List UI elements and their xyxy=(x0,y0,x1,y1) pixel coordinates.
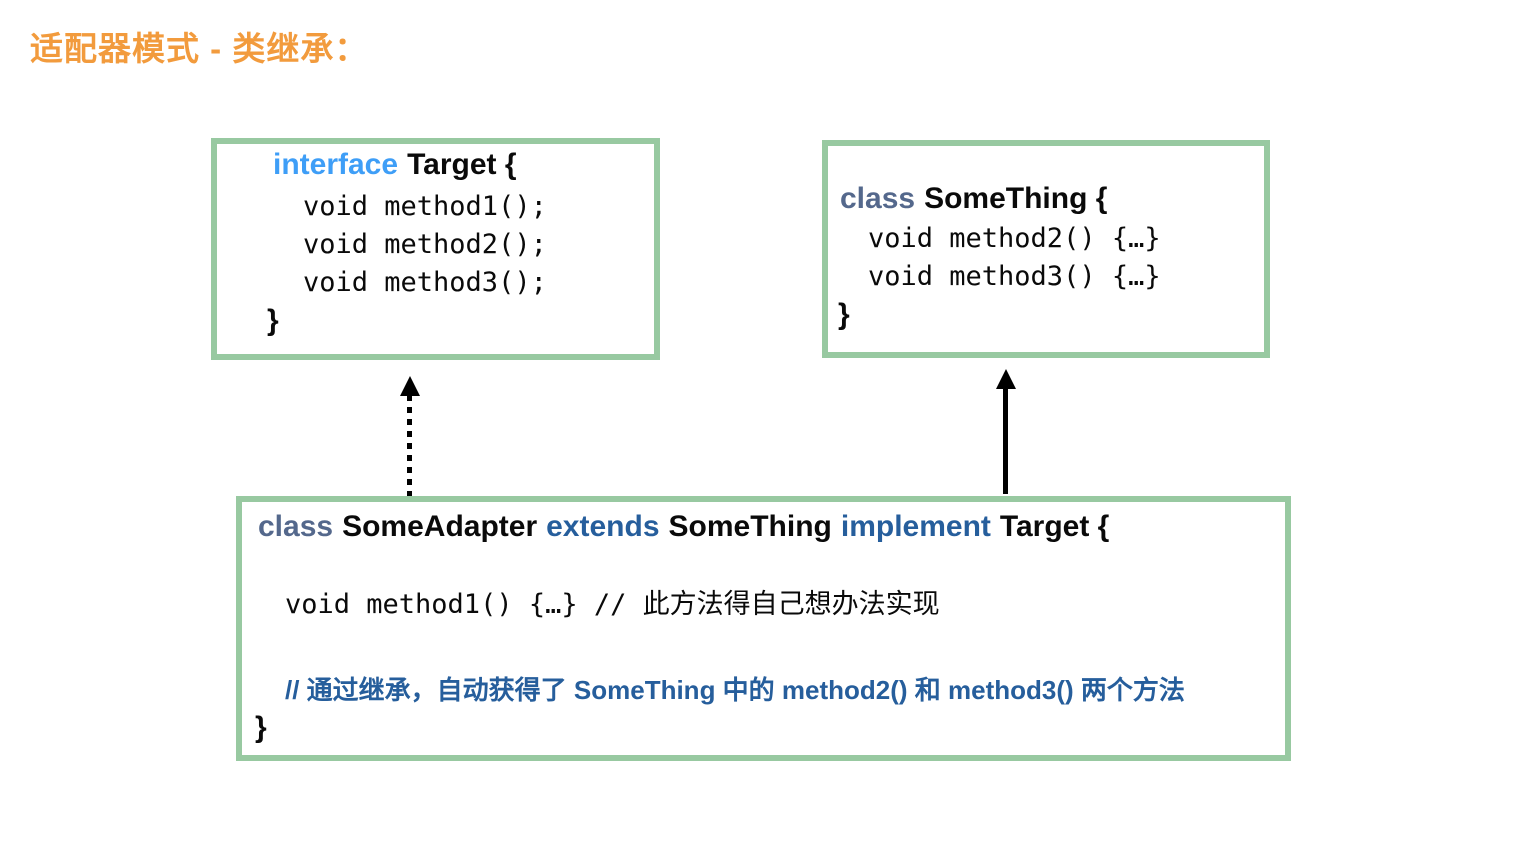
something-method-line: void method3() {…} xyxy=(868,261,1161,292)
keyword-class: class xyxy=(840,182,916,215)
parent-name: SomeThing xyxy=(668,510,832,543)
implemented-target-name: Target { xyxy=(999,510,1110,543)
implements-arrow-line xyxy=(407,395,412,496)
keyword-class: class xyxy=(258,510,334,543)
something-close-brace: } xyxy=(838,298,850,331)
adapter-name: SomeAdapter xyxy=(342,510,538,543)
extends-arrow-line xyxy=(1003,389,1008,494)
page-title: 适配器模式 - 类继承： xyxy=(30,30,369,67)
adapter-method1-line: void method1() {…} // 此方法得自己想办法实现 xyxy=(285,589,940,620)
target-method-line: void method2(); xyxy=(303,229,547,260)
something-name: SomeThing { xyxy=(924,182,1108,215)
something-method-list: void method2() {…} void method3() {…} xyxy=(868,220,1264,296)
keyword-interface: interface xyxy=(273,148,399,181)
implements-arrowhead-icon xyxy=(400,376,420,396)
target-method-list: void method1(); void method2(); void met… xyxy=(303,188,654,302)
extends-arrowhead-icon xyxy=(996,369,1016,389)
target-close-brace: } xyxy=(267,304,279,337)
something-method-line: void method2() {…} xyxy=(868,223,1161,254)
target-method-line: void method1(); xyxy=(303,191,547,222)
target-name: Target { xyxy=(407,148,517,181)
adapter-close-brace: } xyxy=(255,711,267,744)
adapter-inheritance-comment: // 通过继承，自动获得了 SomeThing 中的 method2() 和 m… xyxy=(285,675,1185,705)
keyword-extends: extends xyxy=(546,510,660,543)
target-method-line: void method3(); xyxy=(303,267,547,298)
keyword-implement: implement xyxy=(840,510,991,543)
